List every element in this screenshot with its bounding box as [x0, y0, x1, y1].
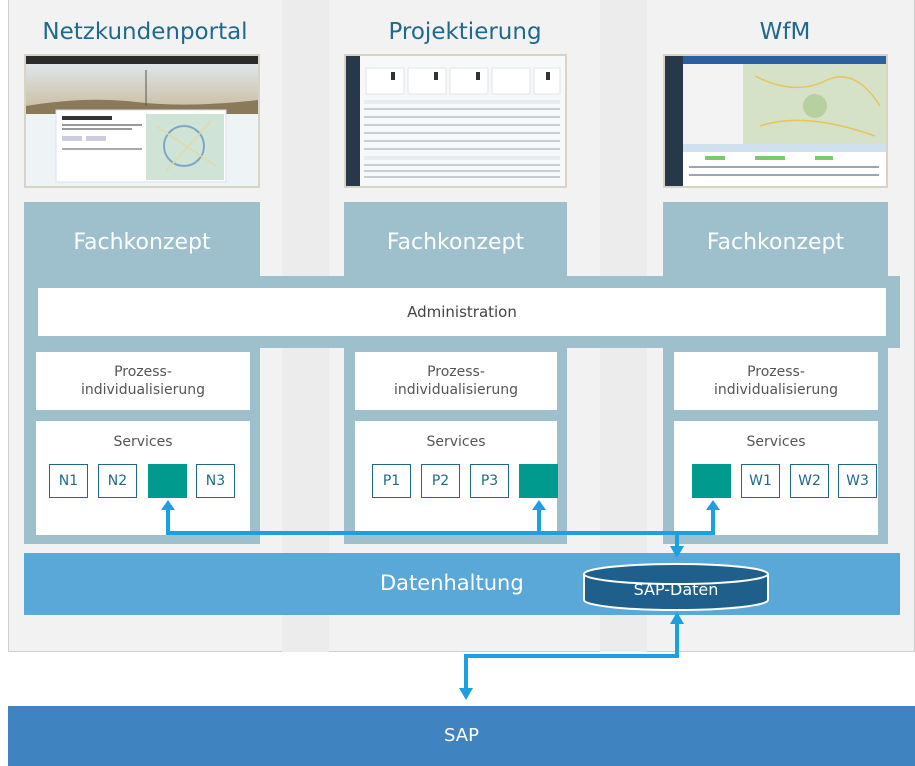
- service-tile-n2: N2: [98, 464, 137, 498]
- prozess-label-line1: Prozess-: [114, 364, 172, 380]
- services-label: Services: [426, 434, 486, 450]
- prozess-box-projektierung: Prozess- individualisierung: [355, 352, 557, 410]
- prozess-label-line1: Prozess-: [747, 364, 805, 380]
- fachkonzept-label: Fachkonzept: [386, 230, 525, 255]
- shared-service-tile: [692, 464, 731, 498]
- prozess-label-line2: individualisierung: [393, 382, 519, 398]
- services-label: Services: [113, 434, 173, 450]
- sap-daten-label: SAP-Daten: [633, 580, 719, 599]
- netzkundenportal-screenshot: [24, 54, 260, 188]
- service-tile-n1: N1: [49, 464, 88, 498]
- sap-bar: SAP: [8, 706, 915, 766]
- fachkonzept-label: Fachkonzept: [73, 230, 211, 255]
- service-tile-w2: W2: [790, 464, 829, 498]
- column-title-netzkundenportal: Netzkundenportal: [42, 19, 248, 45]
- prozess-label-line2: individualisierung: [713, 382, 839, 398]
- administration-box: Administration: [38, 288, 886, 336]
- prozess-label-line1: Prozess-: [427, 364, 485, 380]
- service-tile-p3: P3: [470, 464, 509, 498]
- datenhaltung-label: Datenhaltung: [380, 571, 524, 595]
- service-tile-w3: W3: [838, 464, 877, 498]
- prozess-label-line2: individualisierung: [80, 382, 206, 398]
- service-tile-w1: W1: [741, 464, 780, 498]
- column-title-projektierung: Projektierung: [388, 19, 542, 45]
- sap-daten-database-icon: [583, 563, 769, 611]
- shared-service-tile: [148, 464, 187, 498]
- shared-service-tile: [519, 464, 558, 498]
- service-tile-p1: P1: [372, 464, 411, 498]
- prozess-box-netzkundenportal: Prozess- individualisierung: [36, 352, 250, 410]
- column-title-wfm: WfM: [759, 19, 811, 45]
- fachkonzept-label: Fachkonzept: [706, 230, 845, 255]
- services-label: Services: [746, 434, 806, 450]
- wfm-screenshot: [663, 54, 888, 188]
- service-tile-p2: P2: [421, 464, 460, 498]
- service-tile-n3: N3: [196, 464, 235, 498]
- prozess-box-wfm: Prozess- individualisierung: [674, 352, 878, 410]
- projektierung-screenshot: [344, 54, 567, 188]
